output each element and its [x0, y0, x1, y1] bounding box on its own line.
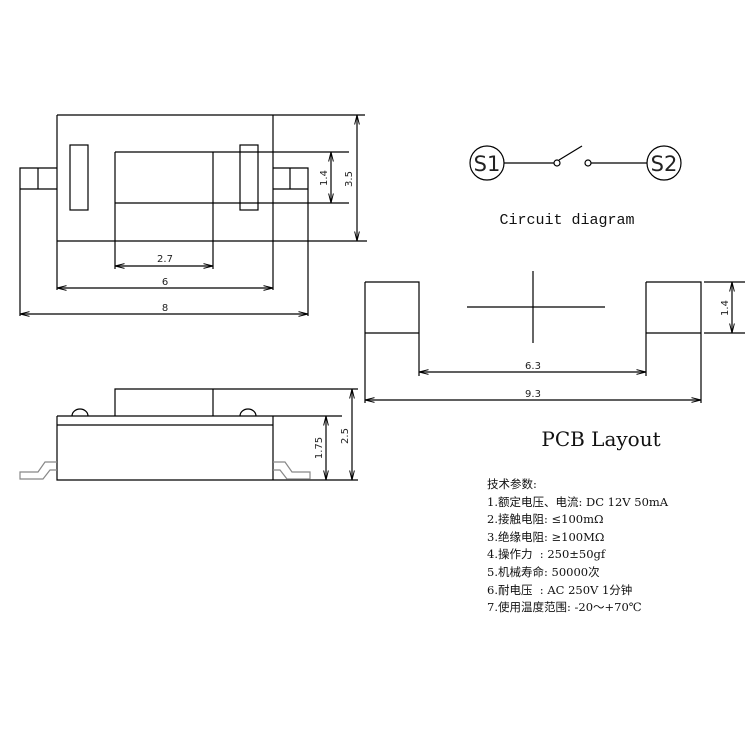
- spec-item: 5.机械寿命: 50000次: [487, 564, 600, 579]
- dim-label-1-4: 1.4: [319, 170, 330, 186]
- dim-label-3-5: 3.5: [344, 171, 355, 187]
- right-terminal: [273, 167, 309, 316]
- side-view: 1.75 2.5: [19, 388, 358, 481]
- dim-label-6-3: 6.3: [525, 361, 541, 372]
- center-cross: [467, 271, 605, 343]
- spec-item: 3.绝缘电阻: ≥100MΩ: [487, 529, 605, 544]
- terminal-s2-label: S2: [651, 152, 678, 176]
- terminal-s2: [646, 145, 682, 181]
- spec-item: 2.接触电阻: ≤100mΩ: [487, 512, 604, 527]
- dim-label-1-75: 1.75: [314, 437, 325, 459]
- pcb-layout: 6.3 9.3 1.4 PCB Layout: [364, 271, 745, 451]
- dim-label-8: 8: [162, 303, 168, 314]
- technical-specs: 技术参数: 1.额定电压、电流: DC 12V 50mA 2.接触电阻: ≤100m…: [487, 476, 668, 617]
- spec-item: 4.操作力 : 250±50gf: [487, 547, 606, 562]
- dim-label-2-7: 2.7: [157, 254, 173, 265]
- circuit-caption: Circuit diagram: [499, 212, 634, 229]
- specs-title: 技术参数:: [487, 477, 537, 491]
- spec-item: 1.额定电压、电流: DC 12V 50mA: [487, 494, 669, 509]
- circuit-diagram: S1 S2 Circuit diagram: [469, 145, 682, 229]
- left-lead: [19, 461, 57, 480]
- actuator-bumps: [71, 408, 257, 417]
- dim-label-pad-1-4: 1.4: [720, 300, 731, 316]
- top-view: 2.7 6 8 1.4 3.5: [19, 114, 367, 316]
- pcb-caption: PCB Layout: [541, 427, 660, 451]
- terminal-s1-label: S1: [474, 152, 501, 176]
- right-lead: [273, 461, 311, 480]
- dim-label-9-3: 9.3: [525, 389, 541, 400]
- spec-item: 7.使用温度范围: -20～+70℃: [487, 600, 642, 615]
- left-slot: [69, 144, 89, 211]
- spec-item: 6.耐电压 : AC 250V 1分钟: [487, 582, 633, 597]
- dim-label-6: 6: [162, 277, 168, 288]
- switch-contact: [558, 145, 583, 161]
- left-terminal: [19, 167, 57, 316]
- right-pad: [645, 281, 702, 403]
- left-pad: [364, 281, 420, 403]
- right-slot: [239, 144, 259, 211]
- dim-label-2-5: 2.5: [340, 428, 351, 444]
